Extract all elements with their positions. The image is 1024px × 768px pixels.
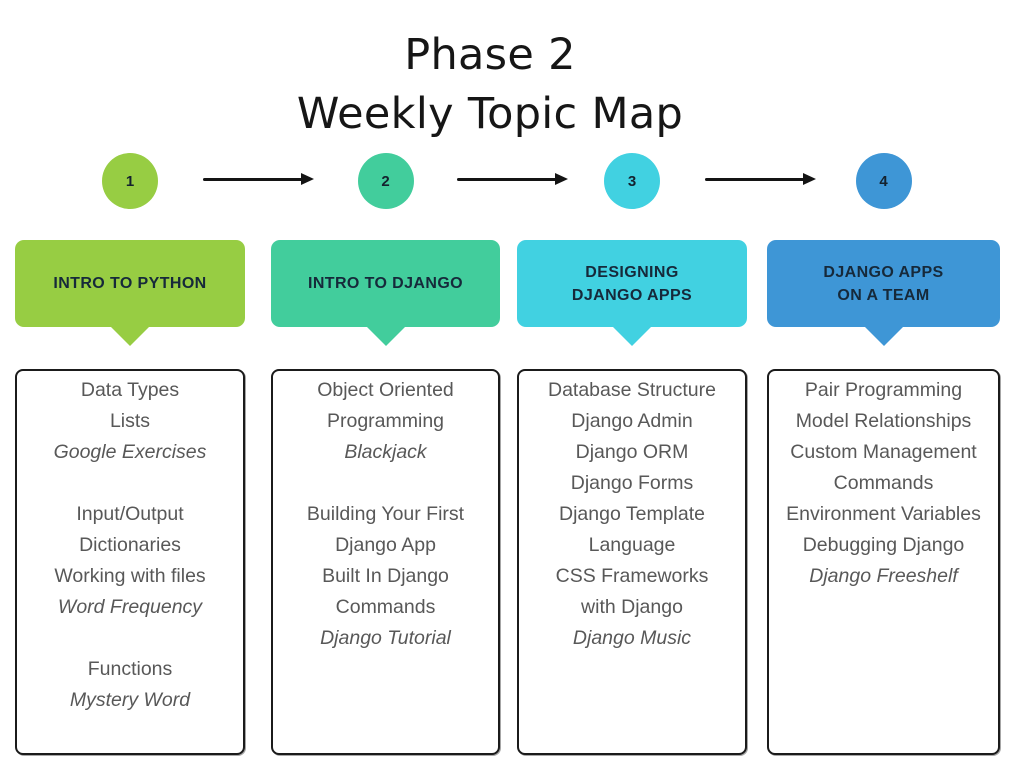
topic-item: Pair Programming (804, 379, 963, 401)
topic-item: Built In Django (322, 565, 449, 587)
topic-item: Commands (833, 472, 934, 494)
topic-item: Django Music (572, 627, 692, 649)
step-number: 2 (381, 172, 390, 190)
page-title: Phase 2 Weekly Topic Map (0, 26, 980, 144)
step-number: 4 (879, 172, 888, 190)
step-number: 1 (125, 172, 135, 190)
topic-item: Object Oriented (317, 379, 454, 401)
topic-header-line: ON A TEAM (837, 286, 930, 304)
topic-item: Database Structure (547, 379, 716, 401)
flow-arrow-2 (457, 173, 568, 185)
topic-item: Building Your First (306, 503, 465, 525)
topic-item: Environment Variables (786, 503, 981, 525)
topic-item: Lists (109, 410, 151, 432)
flow-arrow-3 (705, 173, 816, 185)
flow-arrow-1 (203, 173, 314, 185)
topic-item: Django Freeshelf (809, 565, 958, 587)
topic-item: Word Frequency (57, 596, 203, 618)
topic-spacer (17, 623, 243, 654)
topic-header: INTRO TO PYTHON (15, 240, 245, 327)
topic-item: Working with files (54, 565, 206, 587)
step-number: 3 (627, 172, 637, 190)
step-number-circle: 3 (604, 153, 660, 209)
topic-item: Django Forms (570, 472, 694, 494)
topic-item: Django Template (559, 503, 705, 525)
topic-header-line: INTRO TO PYTHON (53, 275, 207, 292)
step-number-circle: 2 (357, 153, 414, 209)
page-title-line2: Weekly Topic Map (296, 89, 684, 139)
topic-item: Debugging Django (802, 534, 965, 556)
topic-item: CSS Frameworks (555, 565, 709, 587)
topic-item: Custom Management (790, 441, 977, 463)
topic-item: Blackjack (344, 441, 427, 463)
topic-spacer (273, 468, 498, 499)
topic-header-line: DJANGO APPS (823, 263, 944, 281)
topic-item: Mystery Word (69, 689, 191, 711)
topic-item: Functions (87, 658, 173, 680)
step-number-circle: 1 (102, 153, 158, 209)
topic-header: DESIGNING DJANGO APPS (517, 240, 747, 327)
topic-item: Django Admin (571, 410, 693, 432)
topic-item: with Django (581, 596, 683, 618)
topic-item: Google Exercises (53, 441, 207, 463)
topic-item: Model Relationships (795, 410, 972, 432)
topic-item: Language (588, 534, 676, 556)
step-number-circle: 4 (855, 153, 912, 209)
topic-header-line: DJANGO APPS (571, 286, 693, 304)
topic-item: Dictionaries (79, 534, 181, 556)
topic-spacer (17, 468, 243, 499)
topic-item: Django ORM (575, 441, 689, 463)
topic-header: INTRO TO DJANGO (271, 240, 500, 327)
topic-header-line: INTRO TO DJANGO (307, 275, 464, 292)
topic-item: Input/Output (76, 503, 184, 525)
topic-item: Data Types (80, 379, 180, 401)
topic-item: Programming (326, 410, 445, 432)
topic-item: Django Tutorial (320, 627, 451, 649)
topic-header: DJANGO APPS ON A TEAM (767, 240, 1000, 327)
topic-item: Commands (335, 596, 436, 618)
topic-item: Django App (335, 534, 436, 556)
page-title-line1: Phase 2 (404, 30, 576, 80)
topic-header-line: DESIGNING (585, 263, 679, 281)
